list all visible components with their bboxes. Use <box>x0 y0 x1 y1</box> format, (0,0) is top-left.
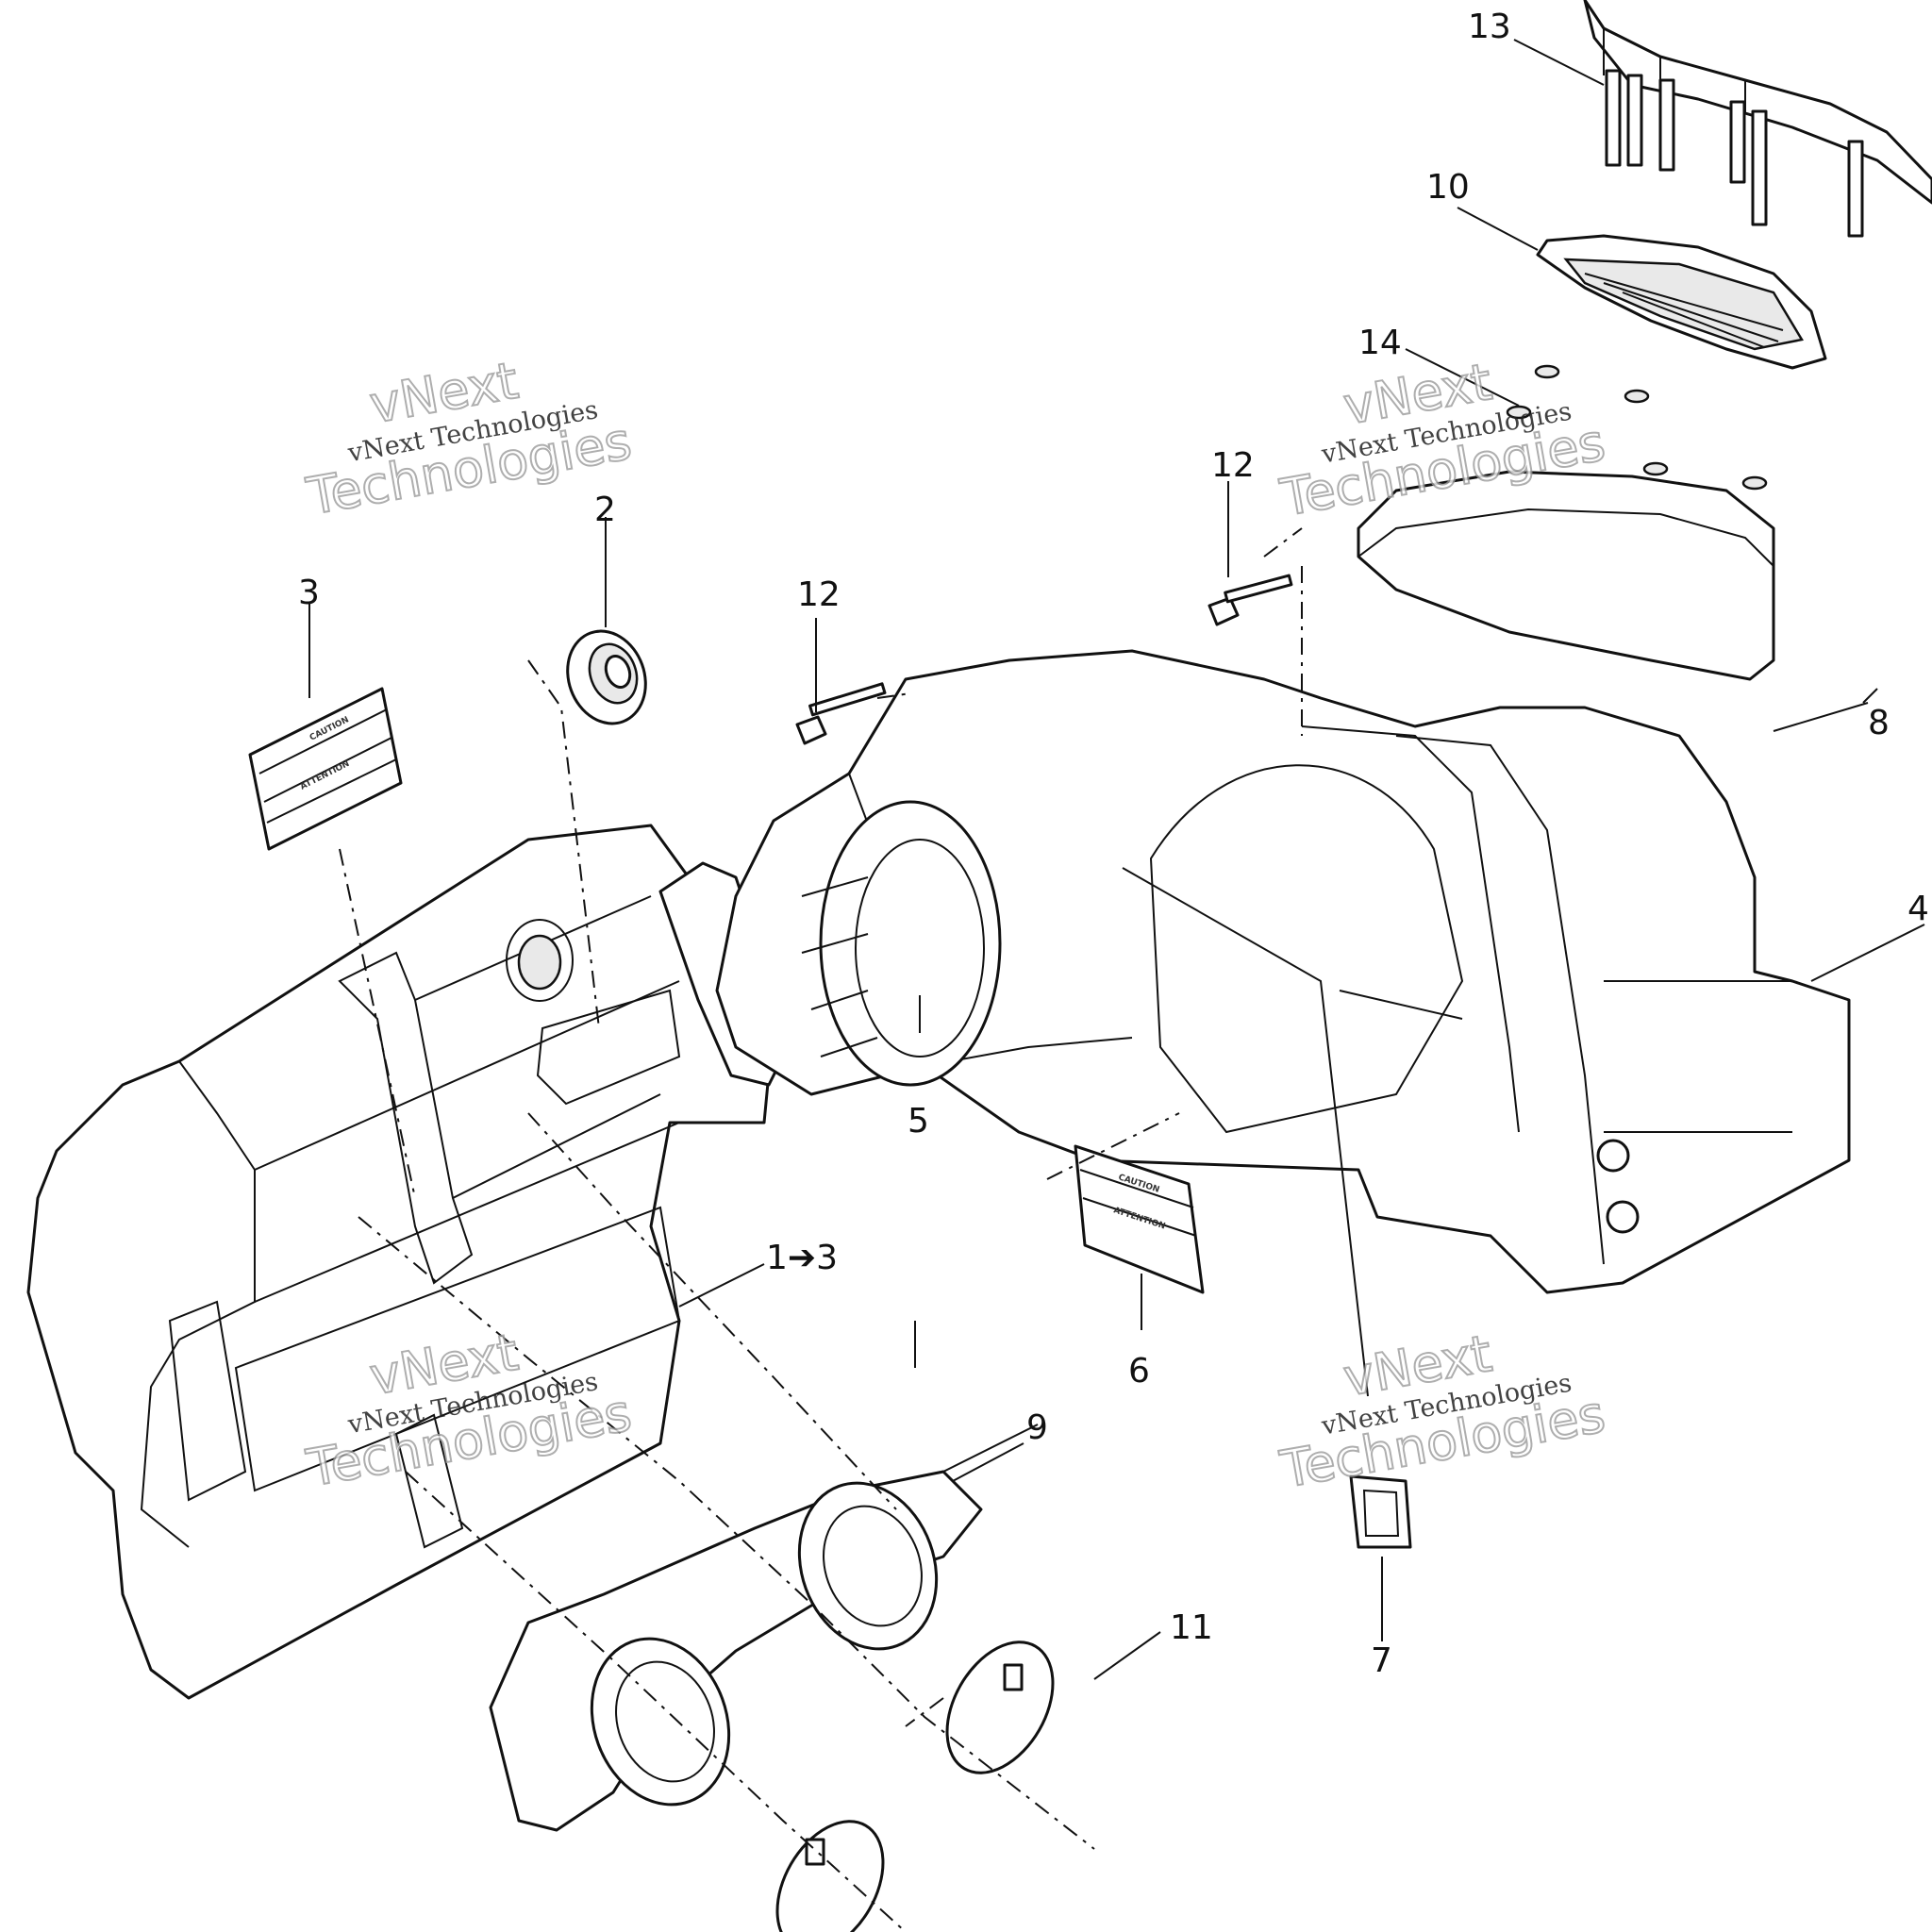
alignment-lines <box>339 527 1303 1932</box>
watermark-left-top: vNext vNext Technologies Technologies <box>301 350 637 528</box>
part-9-adapter-plate <box>489 1470 983 1832</box>
callout-11: 11 <box>1170 1608 1213 1647</box>
part-3-label: CAUTION ATTENTION <box>248 687 403 851</box>
part-2-grommet <box>566 629 647 725</box>
callouts: 13 10 14 12 12 2 3 8 4 5 1➔3 6 9 11 7 <box>298 8 1929 1680</box>
callout-13: 13 <box>1468 8 1511 46</box>
watermark-right-bottom: vNext vNext Technologies Technologies <box>1274 1323 1610 1501</box>
callout-3: 3 <box>298 574 320 612</box>
callout-12-right: 12 <box>1211 446 1255 485</box>
part-8-filter <box>1357 470 1775 681</box>
callout-5: 5 <box>908 1102 929 1141</box>
callout-6: 6 <box>1128 1352 1150 1391</box>
callout-14: 14 <box>1358 324 1402 362</box>
callout-8: 8 <box>1868 704 1890 742</box>
part-12-bolt-right <box>1208 574 1293 626</box>
callout-1-3: 1➔3 <box>766 1239 838 1277</box>
callout-7: 7 <box>1371 1641 1392 1680</box>
callout-2: 2 <box>594 491 616 529</box>
part-11-clamps <box>775 1641 1055 1932</box>
part-12-bolt-left <box>795 682 887 745</box>
part-6-label: CAUTION ATTENTION <box>1074 1144 1205 1294</box>
part-7-clip <box>1349 1474 1412 1549</box>
part-10-vent-cover <box>1536 234 1827 370</box>
part-13-cover <box>1583 0 1932 238</box>
callout-4: 4 <box>1907 890 1929 928</box>
part-4-housing <box>715 649 1851 1294</box>
callout-12-left: 12 <box>797 575 841 614</box>
callout-9: 9 <box>1026 1408 1048 1447</box>
leader-lines <box>308 39 1925 1680</box>
part-14-fasteners <box>1506 364 1768 491</box>
callout-10: 10 <box>1426 168 1470 207</box>
